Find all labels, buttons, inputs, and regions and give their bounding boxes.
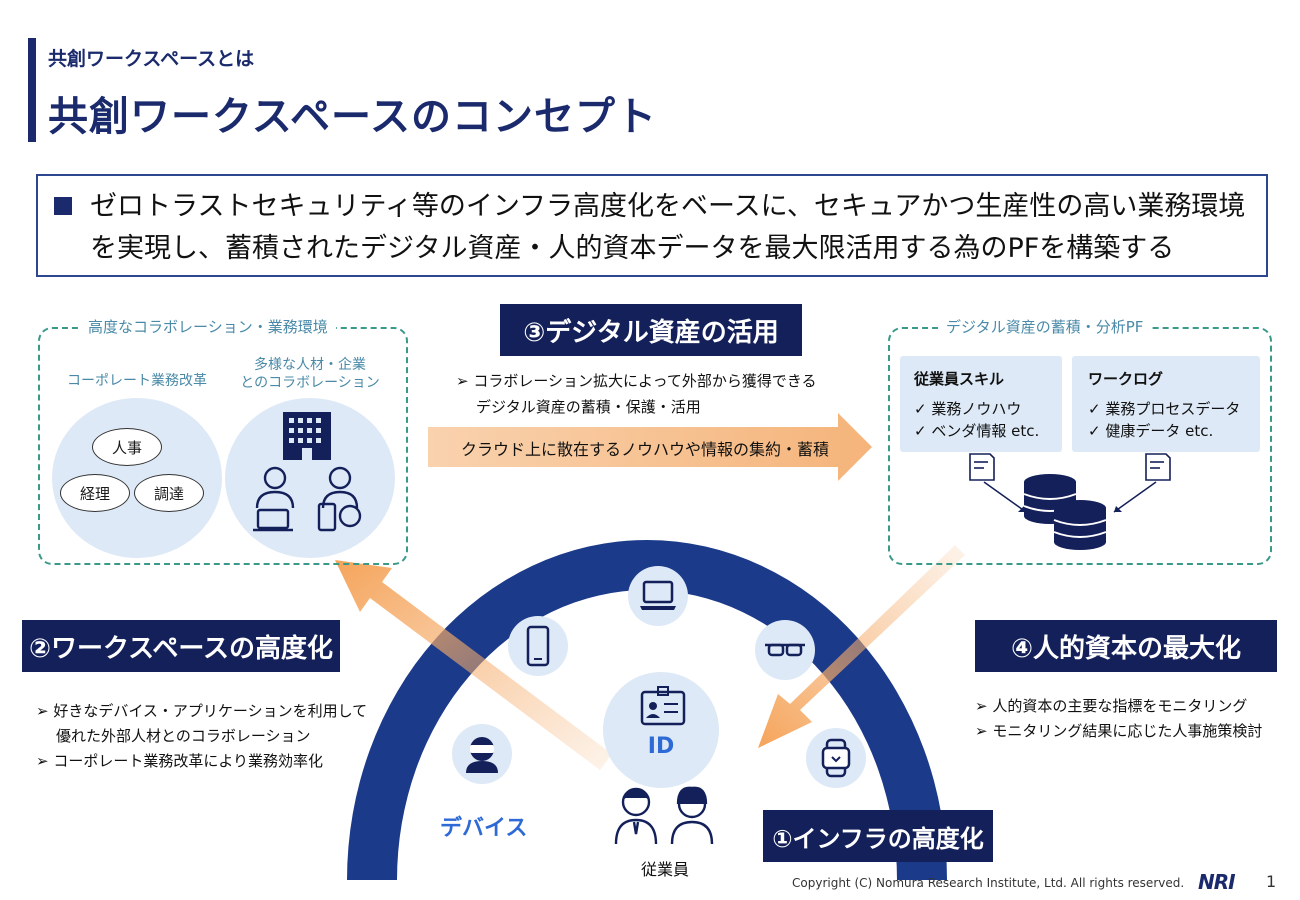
skill-item: ✓ 業務ノウハウ bbox=[914, 400, 1022, 418]
step4-bullet-2: ➢ モニタリング結果に応じた人事施策検討 bbox=[975, 722, 1263, 740]
man-icon bbox=[253, 466, 295, 532]
document-icon bbox=[969, 453, 1171, 481]
id-label: ID bbox=[647, 734, 675, 759]
employee-skill-box: 従業員スキル ✓ 業務ノウハウ ✓ ベンダ情報 etc. bbox=[900, 356, 1062, 452]
employee-label: 従業員 bbox=[640, 860, 689, 879]
accounting-oval: 経理 bbox=[60, 474, 130, 512]
digital-asset-panel-title: デジタル資産の蓄積・分析PF bbox=[938, 316, 1152, 337]
worklog-item: ✓ 業務プロセスデータ bbox=[1088, 400, 1241, 418]
diverse-icons bbox=[253, 412, 362, 532]
step4-bullet-1: ➢ 人的資本の主要な指標をモニタリング bbox=[975, 697, 1248, 715]
employee-skill-head: 従業員スキル bbox=[914, 370, 1005, 388]
page-title: 共創ワークスペースのコンセプト bbox=[48, 94, 657, 140]
cloud-arrow bbox=[428, 413, 872, 481]
nri-logo: NRI bbox=[1198, 870, 1236, 894]
devices-label: デバイス bbox=[440, 816, 528, 841]
procurement-oval: 調達 bbox=[134, 474, 204, 512]
diverse-collab-label-1: 多様な人材・企業 bbox=[254, 357, 366, 373]
smart-glasses-icon bbox=[755, 620, 815, 680]
title-accent-bar bbox=[28, 38, 36, 142]
worklog-head: ワークログ bbox=[1088, 370, 1164, 388]
worklog-box: ワークログ ✓ 業務プロセスデータ ✓ 健康データ etc. bbox=[1072, 356, 1260, 452]
step1-label: ①インフラの高度化 bbox=[763, 810, 993, 862]
page-subtitle: 共創ワークスペースとは bbox=[48, 48, 255, 70]
vr-headset-icon bbox=[452, 724, 512, 784]
square-bullet-icon bbox=[54, 197, 72, 215]
id-card-icon bbox=[640, 686, 686, 726]
smartwatch-icon bbox=[806, 728, 866, 788]
hr-oval: 人事 bbox=[92, 428, 162, 466]
step2-bullet-1: ➢ 好きなデバイス・アプリケーションを利用して bbox=[36, 702, 368, 720]
step4-label: ④人的資本の最大化 bbox=[975, 620, 1277, 672]
page-number: 1 bbox=[1266, 872, 1277, 891]
step2-label: ②ワークスペースの高度化 bbox=[22, 620, 340, 672]
step3-bullet-2: デジタル資産の蓄積・保護・活用 bbox=[476, 398, 701, 416]
summary-box: ゼロトラストセキュリティ等のインフラ高度化をベースに、セキュアかつ生産性の高い業… bbox=[36, 174, 1268, 277]
arrow-to-left-panel bbox=[335, 560, 612, 770]
diverse-collab-label-2: とのコラボレーション bbox=[240, 375, 380, 391]
arc-label: ゼロトラストセキュリティ bbox=[502, 480, 810, 544]
smartphone-icon bbox=[508, 616, 568, 676]
step2-bullet-3: ➢ コーポレート業務改革により業務効率化 bbox=[36, 752, 324, 770]
arrow-to-employee bbox=[758, 545, 965, 748]
database-graphic bbox=[969, 453, 1171, 550]
worklog-item: ✓ 健康データ etc. bbox=[1088, 422, 1214, 440]
building-icon bbox=[283, 412, 331, 460]
summary-line-1: ゼロトラストセキュリティ等のインフラ高度化をベースに、セキュアかつ生産性の高い業… bbox=[90, 191, 1246, 222]
skill-item: ✓ ベンダ情報 etc. bbox=[914, 422, 1040, 440]
step2-bullet-2: 優れた外部人材とのコラボレーション bbox=[56, 727, 311, 745]
collaboration-panel-title: 高度なコラボレーション・業務環境 bbox=[80, 316, 336, 337]
woman-icon bbox=[317, 466, 362, 532]
summary-line-2: を実現し、蓄積されたデジタル資産・人的資本データを最大限活用する為のPFを構築す… bbox=[90, 233, 1175, 264]
cloud-arrow-text: クラウド上に散在するノウハウや情報の集約・蓄積 bbox=[460, 440, 829, 459]
step3-label: ③デジタル資産の活用 bbox=[500, 304, 802, 356]
employee-icons bbox=[614, 786, 714, 845]
laptop-icon bbox=[628, 566, 688, 626]
copyright-text: Copyright (C) Nomura Research Institute,… bbox=[792, 876, 1185, 890]
step3-bullet-1: ➢ コラボレーション拡大によって外部から獲得できる bbox=[456, 372, 817, 390]
database-icon bbox=[1023, 474, 1107, 550]
corporate-reform-label: コーポレート業務改革 bbox=[67, 373, 207, 389]
